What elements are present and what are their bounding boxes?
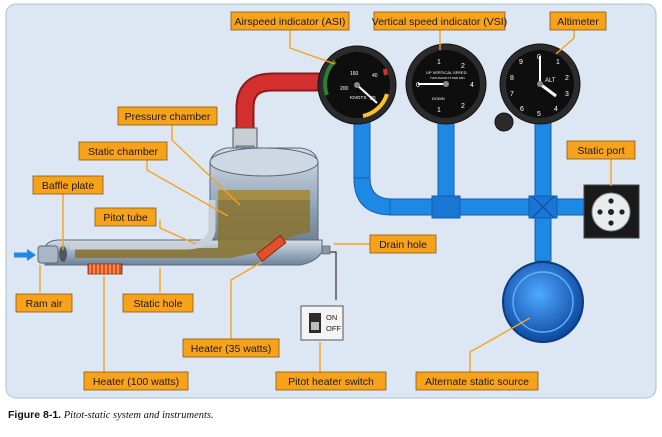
static-lines bbox=[353, 119, 586, 262]
asi-scale-40: 40 bbox=[372, 73, 378, 79]
svg-text:Baffle plate: Baffle plate bbox=[42, 180, 95, 192]
airspeed-indicator: 160 200 40 80 KNOTS bbox=[317, 45, 397, 125]
vsi-sub-label: THOUSAND FT PER MIN bbox=[430, 76, 465, 80]
alt-digit-5: 5 bbox=[537, 111, 541, 118]
label-static-port: Static port bbox=[566, 140, 636, 160]
label-asi: Airspeed indicator (ASI) bbox=[230, 11, 350, 31]
label-ram-air: Ram air bbox=[15, 293, 73, 313]
altimeter-knob[interactable] bbox=[494, 112, 514, 132]
asi-unit: KNOTS bbox=[350, 95, 367, 101]
label-pitot-heater-switch: Pitot heater switch bbox=[275, 371, 387, 391]
svg-text:Heater (35 watts): Heater (35 watts) bbox=[191, 343, 272, 355]
label-static-hole: Static hole bbox=[122, 293, 194, 313]
altimeter: 0 1 2 3 4 5 6 7 8 9 ALT bbox=[494, 43, 581, 132]
label-heater-35: Heater (35 watts) bbox=[182, 338, 280, 358]
alt-digit-9: 9 bbox=[519, 59, 523, 66]
svg-text:Drain hole: Drain hole bbox=[379, 239, 427, 251]
alt-digit-1: 1 bbox=[556, 59, 560, 66]
svg-text:Pitot tube: Pitot tube bbox=[103, 212, 148, 224]
alt-digit-4: 4 bbox=[554, 106, 558, 113]
label-drain-hole: Drain hole bbox=[369, 234, 437, 254]
svg-text:Static chamber: Static chamber bbox=[88, 146, 159, 158]
vsi-down-1: 1 bbox=[437, 107, 441, 114]
vsi-down-label: DOWN bbox=[432, 96, 445, 101]
switch-on-label: ON bbox=[326, 313, 337, 322]
vsi-up-1: 1 bbox=[437, 59, 441, 66]
svg-text:Pressure chamber: Pressure chamber bbox=[125, 111, 211, 123]
pitot-head bbox=[37, 147, 337, 300]
alt-digit-2: 2 bbox=[565, 75, 569, 82]
alt-unit: ALT bbox=[545, 78, 556, 84]
switch-off-label: OFF bbox=[326, 324, 341, 333]
svg-text:Alternate static source: Alternate static source bbox=[425, 376, 529, 388]
label-heater-100: Heater (100 watts) bbox=[83, 371, 189, 391]
figure-caption-text: Pitot-static system and instruments. bbox=[63, 410, 214, 421]
ram-air-arrow bbox=[14, 249, 36, 261]
vsi-zero: 0 bbox=[416, 82, 420, 89]
svg-text:Static hole: Static hole bbox=[133, 298, 182, 310]
asi-scale-160: 160 bbox=[350, 71, 359, 77]
svg-text:Vertical speed indicator (VSI): Vertical speed indicator (VSI) bbox=[372, 16, 507, 28]
svg-text:Altimeter: Altimeter bbox=[557, 16, 599, 28]
asi-scale-200: 200 bbox=[340, 86, 349, 92]
vsi-up-2: 2 bbox=[461, 63, 465, 70]
vsi-down-2: 2 bbox=[461, 103, 465, 110]
svg-text:Heater (100 watts): Heater (100 watts) bbox=[93, 376, 179, 388]
label-static-chamber: Static chamber bbox=[78, 141, 168, 161]
svg-text:Ram air: Ram air bbox=[26, 298, 63, 310]
static-port bbox=[583, 184, 640, 239]
vsi-top-label: UP VERTICAL SPEED bbox=[426, 70, 467, 75]
svg-text:Static port: Static port bbox=[577, 145, 624, 157]
label-pressure-chamber: Pressure chamber bbox=[117, 106, 218, 126]
figure-number: Figure 8-1. bbox=[8, 409, 62, 421]
label-pitot-tube: Pitot tube bbox=[94, 207, 157, 227]
pitot-heater-switch[interactable]: ON OFF bbox=[300, 305, 344, 341]
alt-digit-7: 7 bbox=[510, 91, 514, 98]
label-altimeter: Altimeter bbox=[549, 11, 607, 31]
heater-35-element bbox=[256, 235, 287, 262]
label-baffle-plate: Baffle plate bbox=[32, 175, 104, 195]
alternate-static-source-shape[interactable] bbox=[502, 261, 584, 343]
alt-digit-6: 6 bbox=[520, 106, 524, 113]
vertical-speed-indicator: UP VERTICAL SPEED THOUSAND FT PER MIN DO… bbox=[405, 43, 487, 125]
label-alternate-static-source: Alternate static source bbox=[415, 371, 539, 391]
alt-digit-3: 3 bbox=[565, 91, 569, 98]
label-vsi: Vertical speed indicator (VSI) bbox=[372, 11, 507, 31]
svg-text:Airspeed indicator (ASI): Airspeed indicator (ASI) bbox=[235, 16, 346, 28]
alt-digit-8: 8 bbox=[510, 75, 514, 82]
figure-caption: Figure 8-1. Pitot-static system and inst… bbox=[8, 409, 214, 421]
svg-text:Pitot heater switch: Pitot heater switch bbox=[288, 376, 374, 388]
heater-100-element bbox=[87, 263, 123, 275]
baffle-plate-shape bbox=[59, 246, 67, 262]
vsi-4: 4 bbox=[470, 82, 474, 89]
